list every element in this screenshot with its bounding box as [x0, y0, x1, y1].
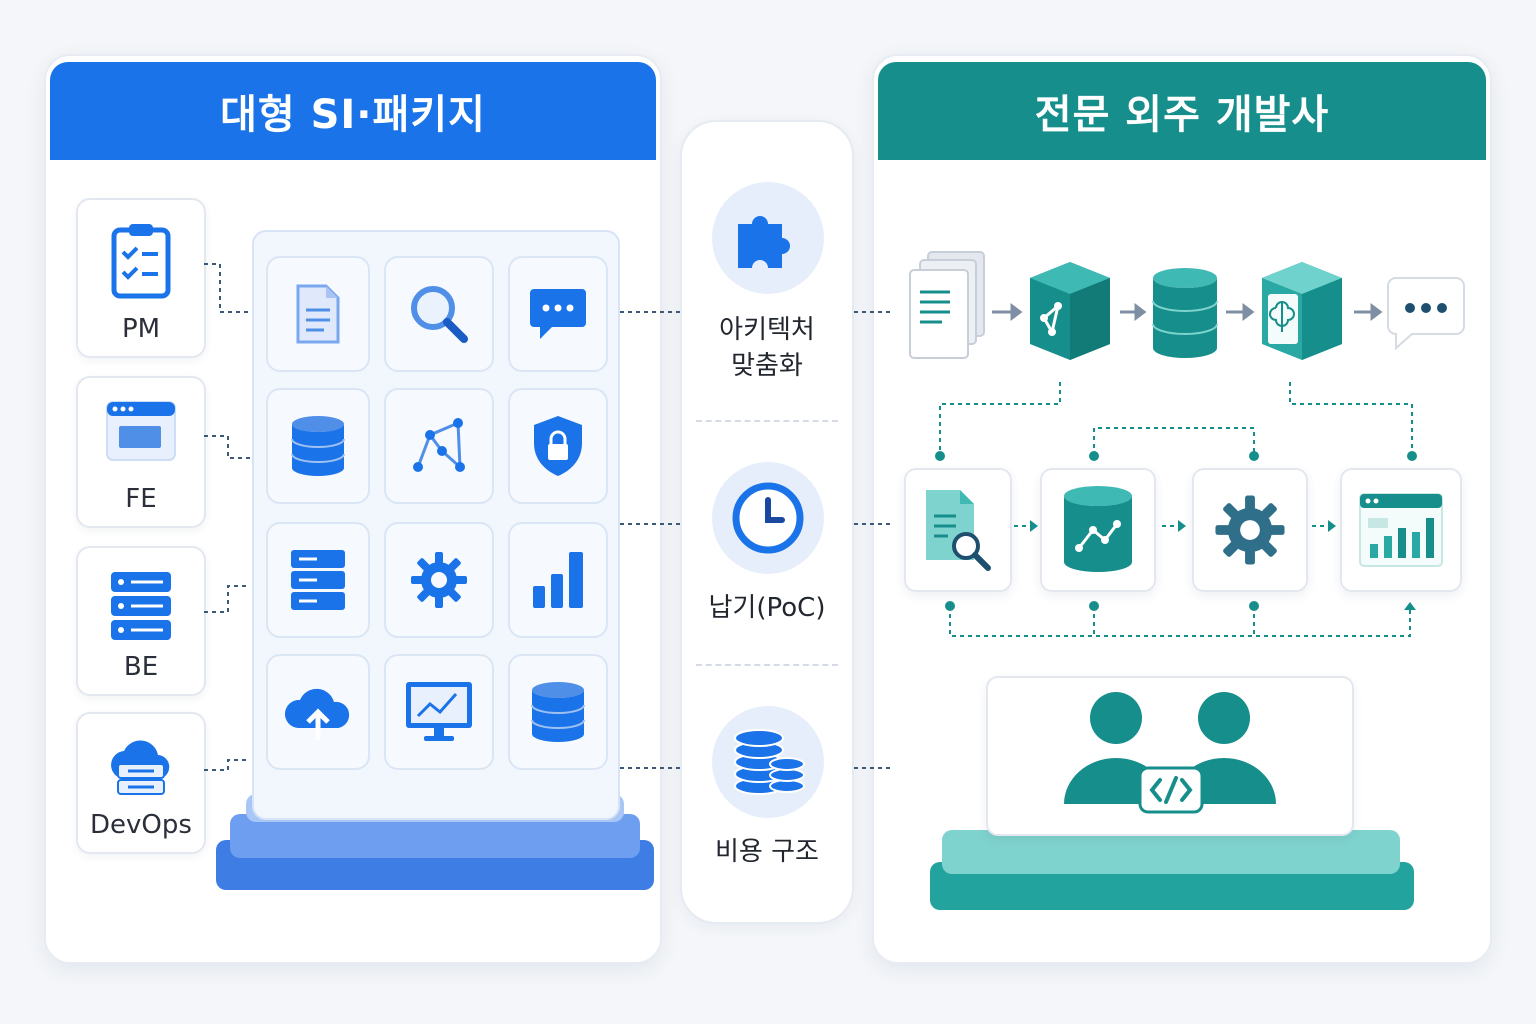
role-label-pm: PM: [121, 314, 161, 344]
tile-chat: [508, 256, 608, 372]
process-card-dashboard: [1340, 468, 1462, 592]
shield-lock-icon: [534, 416, 582, 476]
criteria-cost-label: 비용 구조: [715, 837, 819, 867]
large-si-package-title: 대형 SI·패키지: [50, 62, 656, 160]
criteria-architecture-line1: 아키텍처: [719, 315, 815, 345]
gear-icon: [411, 552, 467, 608]
browser-window-icon: [78, 398, 204, 464]
cloud-server-icon: [78, 734, 204, 804]
chat-bubble-icon: [1386, 274, 1470, 354]
clipboard-checklist-icon: [78, 220, 204, 300]
clock-icon: [712, 462, 824, 574]
tile-security: [508, 388, 608, 504]
database-icon: [531, 682, 585, 742]
developer-team-code-icon: [1064, 692, 1276, 814]
criteria-architecture-line2: 맞춤화: [731, 351, 803, 381]
tile-cloud-upload: [266, 654, 370, 770]
module-grid-board: [252, 230, 620, 820]
database-icon: [1150, 266, 1220, 362]
process-card-data: [1040, 468, 1156, 592]
cloud-upload-icon: [284, 688, 350, 740]
puzzle-piece-icon: [712, 182, 824, 294]
server-rack-icon: [291, 550, 345, 610]
criteria-divider-2: [696, 664, 838, 666]
tile-database-2: [508, 654, 608, 770]
document-search-icon: [926, 490, 991, 571]
dashboard-chart-icon: [1359, 493, 1443, 567]
specialist-outsourcing-title: 전문 외주 개발사: [878, 62, 1486, 160]
ai-brain-cube-icon: [1254, 256, 1350, 364]
server-stack-icon: [78, 568, 204, 646]
tile-chart: [508, 522, 608, 638]
network-nodes-icon: [413, 418, 465, 472]
monitor-chart-icon: [406, 682, 472, 741]
document-stack-icon: [906, 248, 990, 366]
gear-icon: [1215, 495, 1285, 565]
specialist-outsourcing-panel: 전문 외주 개발사: [872, 54, 1492, 964]
coin-stack-icon: [712, 706, 824, 818]
database-icon: [291, 416, 345, 476]
criteria-divider-1: [696, 420, 838, 422]
tile-search: [384, 256, 494, 372]
tile-monitor: [384, 654, 494, 770]
role-card-pm: PM: [76, 198, 206, 358]
network-cube-icon: [1022, 256, 1118, 364]
magnifier-icon: [411, 286, 468, 343]
chat-bubble-icon: [530, 289, 586, 339]
tile-document: [266, 256, 370, 372]
data-graph-icon: [1064, 486, 1132, 572]
role-card-fe: FE: [76, 376, 206, 528]
bar-chart-icon: [533, 552, 583, 608]
criteria-delivery-label: 납기(PoC): [708, 593, 826, 623]
process-card-analysis: [904, 468, 1012, 592]
role-card-be: BE: [76, 546, 206, 696]
role-label-devops: DevOps: [90, 810, 192, 840]
tile-database: [266, 388, 370, 504]
criteria-architecture-label: 아키텍처 맞춤화: [682, 312, 852, 384]
comparison-criteria-column: 아키텍처 맞춤화 납기(PoC) 비용 구조: [680, 120, 854, 924]
large-si-package-panel: 대형 SI·패키지 PM FE: [44, 54, 662, 964]
document-icon: [296, 284, 340, 344]
tile-server: [266, 522, 370, 638]
role-label-fe: FE: [125, 484, 157, 514]
role-label-be: BE: [123, 652, 159, 682]
tile-gear: [384, 522, 494, 638]
role-card-devops: DevOps: [76, 712, 206, 854]
process-card-config: [1192, 468, 1308, 592]
tile-network: [384, 388, 494, 504]
developer-team-card: [986, 676, 1354, 836]
team-platform-base-top: [942, 830, 1400, 874]
